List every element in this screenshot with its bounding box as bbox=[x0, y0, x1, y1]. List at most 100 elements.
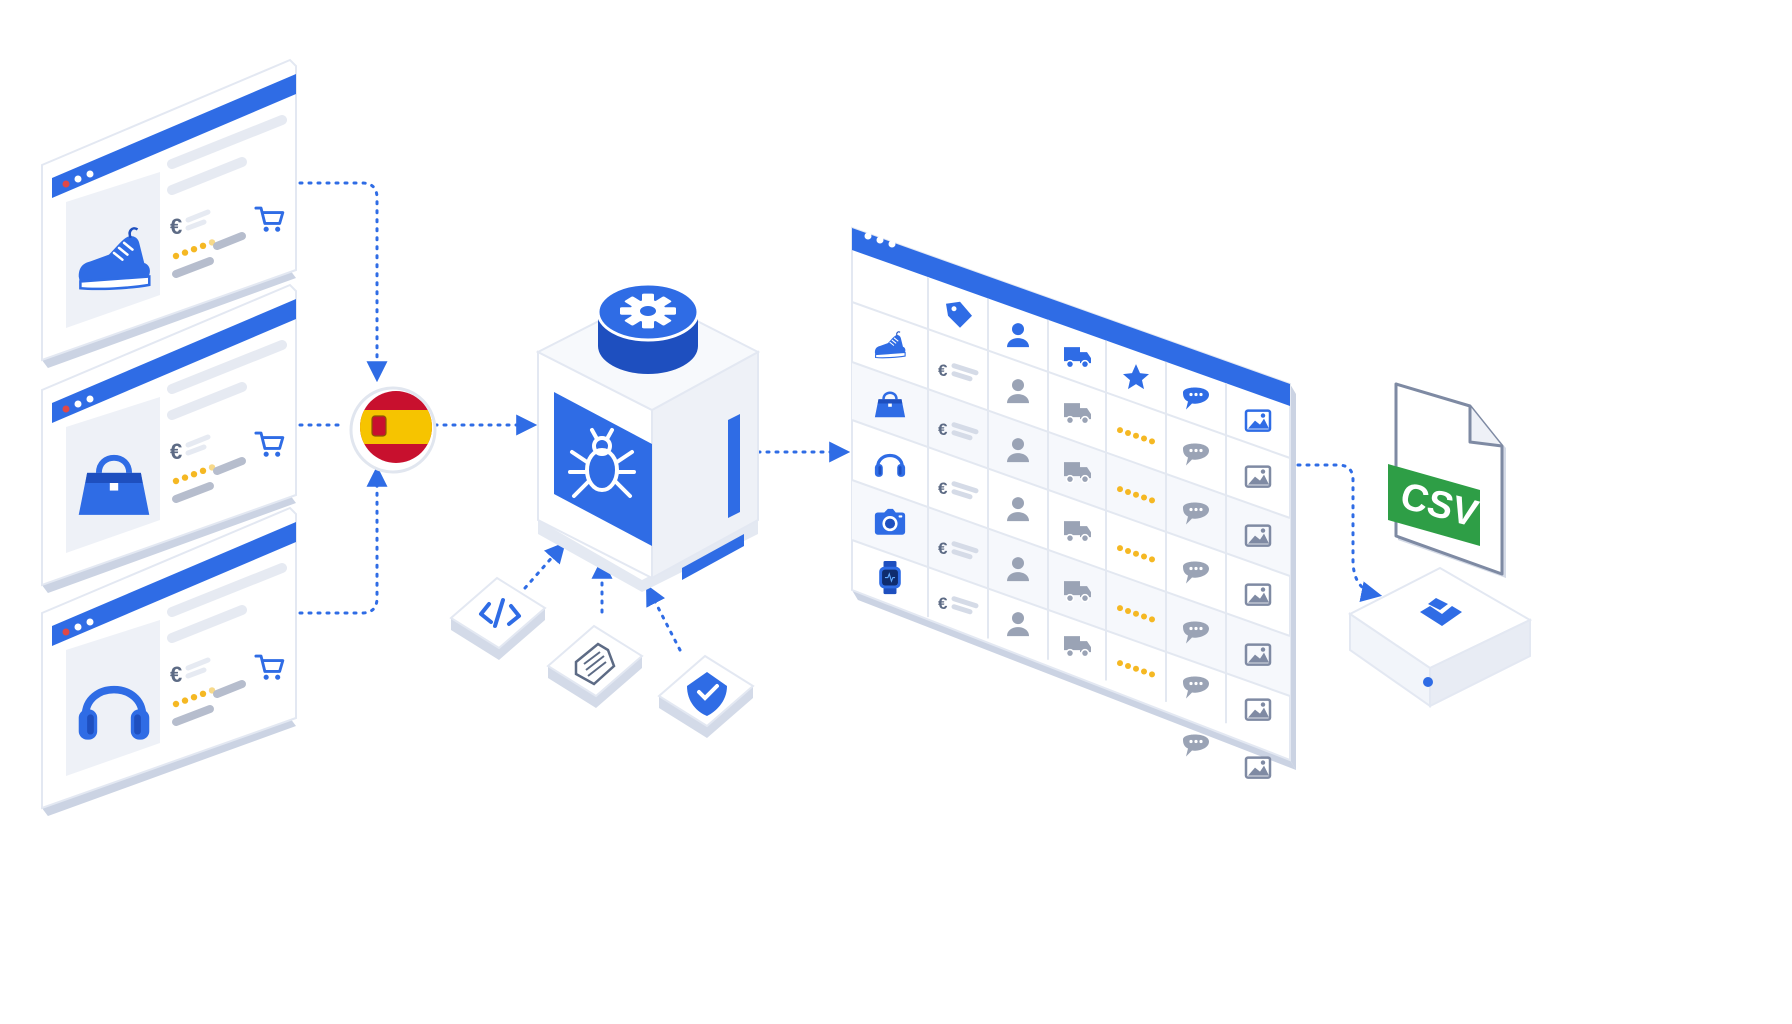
comment-icon bbox=[1183, 676, 1209, 699]
table-header-bar bbox=[852, 228, 1290, 406]
title-placeholder bbox=[167, 340, 287, 394]
rating-star bbox=[172, 700, 180, 708]
rating-star bbox=[190, 246, 198, 253]
rating-star bbox=[199, 690, 207, 697]
camera-icon bbox=[874, 508, 906, 535]
row-divider bbox=[851, 419, 1291, 577]
rating-stars bbox=[1117, 660, 1155, 678]
rating-star bbox=[1149, 438, 1155, 445]
image-icon bbox=[1244, 698, 1272, 721]
currency-symbol: € bbox=[938, 361, 948, 380]
rating-star bbox=[1125, 429, 1131, 436]
title-placeholder bbox=[167, 563, 287, 617]
image-icon bbox=[1244, 583, 1272, 606]
image-icon bbox=[1244, 465, 1272, 488]
window-dot bbox=[74, 623, 82, 631]
price-placeholder bbox=[951, 541, 979, 560]
truck-icon bbox=[1064, 581, 1091, 603]
rating-star bbox=[1141, 553, 1147, 560]
rating-star bbox=[1117, 605, 1123, 612]
engine-panel bbox=[554, 392, 652, 546]
connector-arrow bbox=[1296, 463, 1383, 602]
price-placeholder bbox=[951, 481, 979, 500]
rating-placeholder bbox=[213, 457, 246, 475]
currency-symbol: € bbox=[938, 539, 948, 558]
window-dot bbox=[86, 170, 94, 178]
connector-arrow bbox=[523, 541, 566, 590]
rating-star bbox=[1125, 547, 1131, 554]
code-icon bbox=[479, 598, 521, 628]
product-pages: €€€ bbox=[41, 58, 297, 816]
input-tile bbox=[657, 654, 755, 738]
rating-star bbox=[199, 242, 207, 249]
window-dot bbox=[62, 405, 70, 413]
price-placeholder bbox=[951, 596, 979, 615]
region-badge bbox=[349, 386, 437, 474]
rating-star bbox=[190, 471, 198, 478]
rating-star bbox=[1125, 488, 1131, 495]
image-icon bbox=[1244, 756, 1272, 779]
input-tile bbox=[546, 624, 644, 708]
window-dot bbox=[86, 618, 94, 626]
rating-stars bbox=[1117, 605, 1155, 623]
currency-symbol: € bbox=[170, 214, 182, 239]
connector-arrow bbox=[646, 584, 682, 652]
comment-icon bbox=[1183, 621, 1209, 644]
rating-star bbox=[1149, 556, 1155, 563]
product-page: € bbox=[41, 283, 297, 593]
price-placeholder bbox=[185, 434, 211, 456]
currency-symbol: € bbox=[170, 439, 182, 464]
rating-star bbox=[1141, 613, 1147, 620]
comment-icon bbox=[1183, 734, 1209, 757]
panel-bottom bbox=[42, 718, 296, 816]
spider-bug-icon bbox=[568, 428, 636, 498]
comment-icon bbox=[1183, 387, 1209, 410]
user-icon bbox=[1007, 379, 1029, 404]
engine-slot-bottom bbox=[682, 534, 744, 580]
price-placeholder bbox=[951, 422, 979, 441]
rating-star bbox=[172, 477, 180, 485]
window-dot bbox=[62, 628, 70, 636]
rating-star bbox=[1117, 660, 1123, 667]
row-divider bbox=[851, 361, 1291, 519]
device-right bbox=[1429, 618, 1531, 708]
rating-star bbox=[1133, 432, 1139, 439]
browser-header bbox=[52, 522, 296, 646]
connector-arrows bbox=[298, 181, 1383, 652]
status-led bbox=[1423, 677, 1433, 687]
rating-star bbox=[199, 467, 207, 474]
rating-star bbox=[1141, 494, 1147, 501]
table-right-edge bbox=[1290, 384, 1296, 770]
rating-star bbox=[1117, 427, 1123, 434]
currency-symbol: € bbox=[938, 594, 948, 613]
csv-file-icon bbox=[1388, 382, 1506, 578]
button-placeholder bbox=[172, 257, 214, 278]
image-icon bbox=[1244, 643, 1272, 666]
connector-arrow bbox=[298, 181, 388, 383]
subtitle-placeholder bbox=[167, 382, 247, 420]
product-page: € bbox=[41, 58, 297, 368]
row-divider bbox=[851, 301, 1291, 459]
currency-symbol: € bbox=[938, 420, 948, 439]
data-table: €€€€€ bbox=[851, 226, 1296, 779]
tag-icon bbox=[946, 301, 972, 328]
rating-star bbox=[181, 474, 189, 481]
rating-star bbox=[1133, 665, 1139, 672]
user-icon bbox=[1007, 323, 1029, 348]
rating-star bbox=[1117, 545, 1123, 552]
rating-star bbox=[190, 694, 198, 701]
button-placeholder bbox=[172, 705, 214, 726]
user-icon bbox=[1007, 438, 1029, 463]
rating-star bbox=[1141, 668, 1147, 675]
browser-header bbox=[52, 299, 296, 423]
rating-star bbox=[1141, 435, 1147, 442]
rating-stars bbox=[1117, 427, 1155, 445]
truck-icon bbox=[1064, 636, 1091, 658]
rating-stars bbox=[1117, 545, 1155, 563]
browser-header bbox=[52, 74, 296, 198]
subtitle-placeholder bbox=[167, 605, 247, 643]
window-dot bbox=[74, 400, 82, 408]
panel-bottom bbox=[42, 270, 296, 368]
gear-icon bbox=[620, 293, 676, 329]
